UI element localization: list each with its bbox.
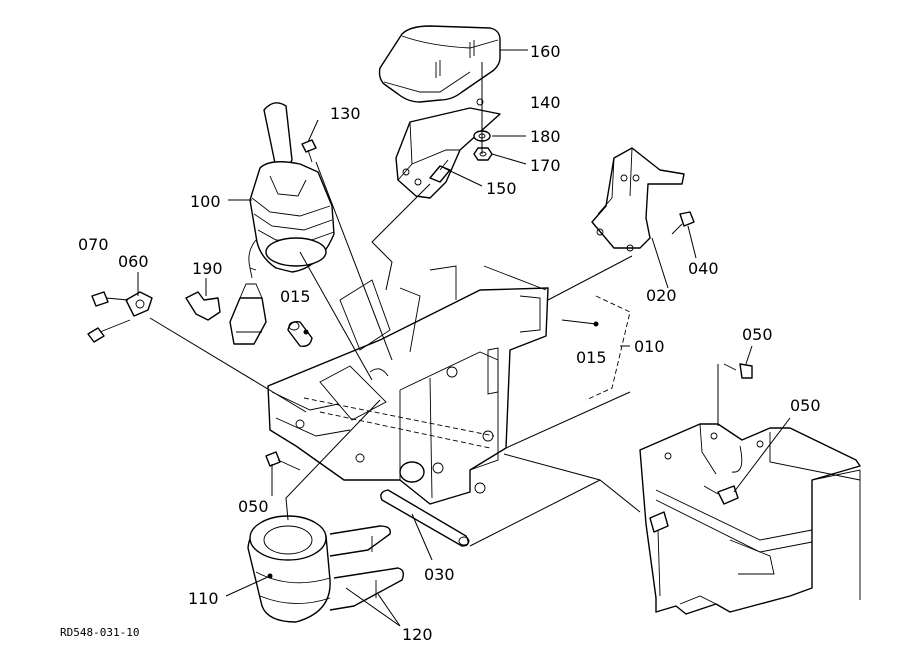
switch-connector bbox=[229, 283, 267, 345]
callout-015-right: 015 bbox=[576, 348, 607, 367]
bracket-bolt bbox=[429, 159, 451, 183]
callout-050-left: 050 bbox=[238, 497, 269, 516]
callout-020: 020 bbox=[646, 286, 677, 305]
hose-clamps bbox=[329, 525, 405, 611]
callout-070: 070 bbox=[78, 235, 109, 254]
callout-170: 170 bbox=[530, 156, 561, 175]
callout-050-right: 050 bbox=[790, 396, 821, 415]
callout-060: 060 bbox=[118, 252, 149, 271]
bushing bbox=[287, 320, 313, 348]
callout-050-top: 050 bbox=[742, 325, 773, 344]
callout-180: 180 bbox=[530, 127, 561, 146]
lever-base-frame bbox=[267, 265, 549, 505]
armrest-bracket bbox=[395, 98, 501, 199]
callout-120: 120 bbox=[402, 625, 433, 644]
callout-015-left: 015 bbox=[280, 287, 311, 306]
armrest-cushion bbox=[378, 25, 501, 103]
pivot-shaft bbox=[380, 489, 470, 547]
callout-040: 040 bbox=[688, 259, 719, 278]
support-frame bbox=[639, 423, 861, 615]
mounting-bracket bbox=[591, 147, 685, 252]
callout-190: 190 bbox=[192, 259, 223, 278]
callout-150: 150 bbox=[486, 179, 517, 198]
callout-010: 010 bbox=[634, 337, 665, 356]
wing-nut bbox=[185, 291, 221, 321]
frame-bolt bbox=[723, 363, 753, 379]
callout-140: 140 bbox=[530, 93, 561, 112]
callout-110: 110 bbox=[188, 589, 219, 608]
callout-leaders bbox=[137, 49, 791, 627]
joystick-lever bbox=[248, 102, 335, 279]
bracket-bolt-2 bbox=[671, 211, 695, 235]
assembly-lines bbox=[149, 62, 719, 547]
reference-code: RD548-031-10 bbox=[60, 626, 139, 639]
nut bbox=[473, 147, 493, 161]
lever-screw bbox=[301, 139, 317, 163]
callout-130: 130 bbox=[330, 104, 361, 123]
cable-clamp bbox=[87, 291, 153, 343]
callout-030: 030 bbox=[424, 565, 455, 584]
frame-bolt-2 bbox=[703, 485, 739, 505]
callout-160: 160 bbox=[530, 42, 561, 61]
frame-bolt-3 bbox=[265, 451, 301, 471]
lever-boot bbox=[247, 515, 331, 623]
callout-100: 100 bbox=[190, 192, 221, 211]
